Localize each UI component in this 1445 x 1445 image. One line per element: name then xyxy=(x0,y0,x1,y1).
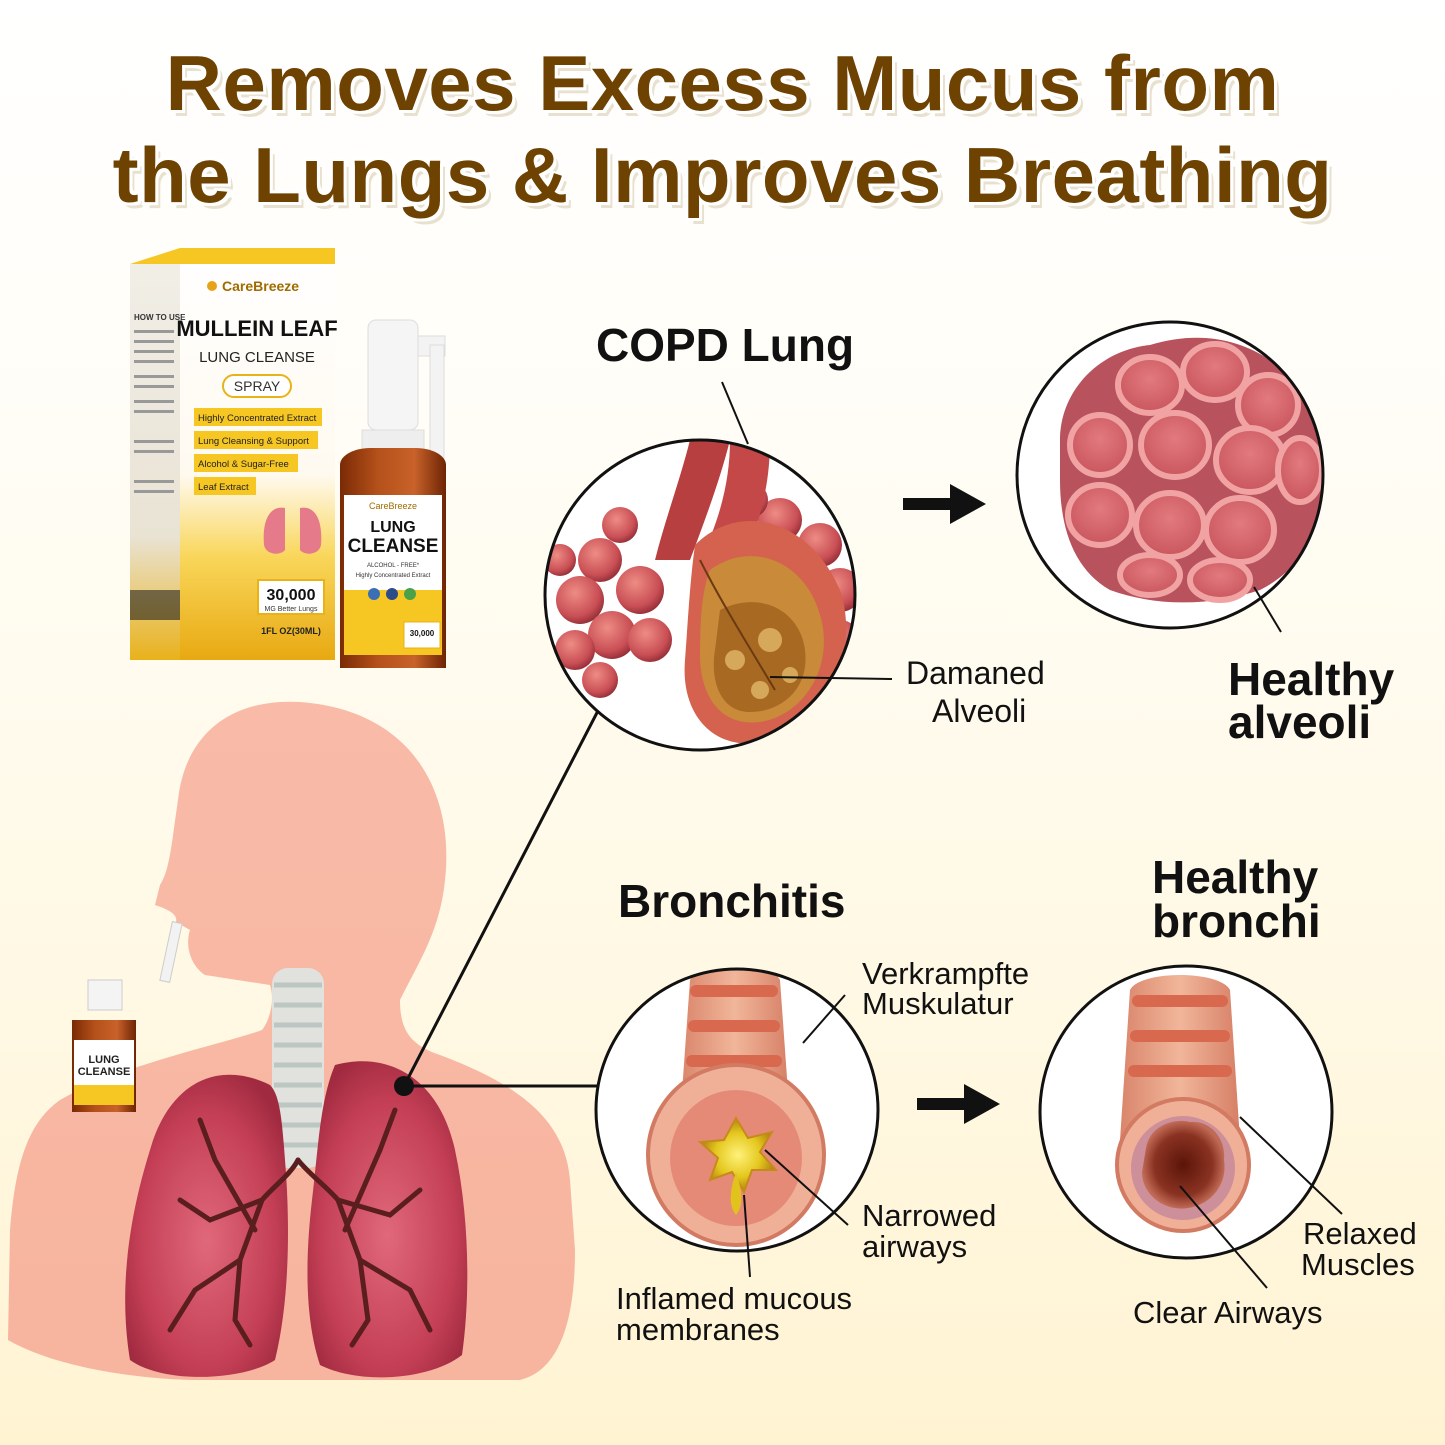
healthy-alveoli-illustration xyxy=(1017,322,1323,628)
box-strength-sub: MG Better Lungs xyxy=(265,606,318,613)
copd-title-pointer xyxy=(721,381,749,445)
clear-airways-label: Clear Airways xyxy=(1133,1295,1323,1330)
bottle-brand: CareBreeze xyxy=(369,501,417,511)
bottle-badge: ALCOHOL - FREE* xyxy=(367,563,420,569)
healthy-alveoli-label-2: alveoli xyxy=(1228,696,1372,748)
arrow-right-icon xyxy=(903,484,986,524)
healthy-alveoli-circle xyxy=(1015,320,1325,630)
bottle-line-1: LUNG xyxy=(370,519,415,536)
relaxed-pointer xyxy=(1239,1116,1343,1215)
bronchitis-illustration xyxy=(596,969,878,1251)
inflamed-label-2: membranes xyxy=(616,1312,780,1347)
bottle-line-2: CLEANSE xyxy=(348,536,439,557)
right-lung xyxy=(307,1061,468,1378)
left-lung xyxy=(125,1074,288,1377)
narrowed-pointer xyxy=(764,1149,849,1226)
clear-pointer xyxy=(1179,1185,1268,1289)
damaged-label-2: Alveoli xyxy=(932,693,1027,729)
healthy-bronchi-circle xyxy=(1038,964,1334,1260)
connector-lines xyxy=(402,702,628,1088)
copd-title: COPD Lung xyxy=(596,319,855,371)
relaxed-label-1: Relaxed xyxy=(1303,1216,1417,1251)
product-bottle: CareBreeze LUNG CLEANSE ALCOHOL - FREE* … xyxy=(340,319,446,668)
box-brand: CareBreeze xyxy=(222,278,299,294)
healthy-bronchi-label-1: Healthy xyxy=(1152,851,1319,903)
box-form: SPRAY xyxy=(234,378,281,394)
inflamed-pointer xyxy=(743,1194,751,1278)
box-lung-icon xyxy=(263,507,322,554)
narrowed-label-2: airways xyxy=(862,1229,968,1264)
healthy-alveoli-pointer xyxy=(1253,586,1282,633)
healthy-bronchi-label-2: bronchi xyxy=(1152,895,1321,947)
box-strength: 30,000 xyxy=(267,587,316,604)
bottle-strength: 30,000 xyxy=(410,629,435,638)
copd-illustration xyxy=(545,440,855,750)
arrow-right-icon-2 xyxy=(917,1084,1000,1124)
bronchitis-circle xyxy=(594,967,880,1253)
box-volume: 1FL OZ(30ML) xyxy=(261,626,321,636)
bottle-sub: Highly Concentrated Extract xyxy=(356,573,431,579)
lung-connector-dot xyxy=(394,1076,414,1096)
damaged-pointer xyxy=(769,676,893,680)
narrowed-label-1: Narrowed xyxy=(862,1198,997,1233)
box-side-title: HOW TO USE xyxy=(134,313,186,322)
healthy-alveoli-label-1: Healthy xyxy=(1228,653,1395,705)
bronchitis-title: Bronchitis xyxy=(618,875,846,927)
small-bottle-text-1: LUNG xyxy=(88,1054,119,1066)
small-bottle-text-2: CLEANSE xyxy=(78,1066,131,1078)
product-box: HOW TO USE CareBreeze MULLEIN LEAF LUNG … xyxy=(130,248,338,660)
cramped-label-1: Verkrampfte xyxy=(862,956,1030,991)
small-spray-bottle: LUNG CLEANSE xyxy=(72,921,183,1112)
copd-circle xyxy=(543,438,857,752)
bronchial-tree xyxy=(167,1107,433,1348)
box-subtitle: LUNG CLEANSE xyxy=(199,349,315,366)
damaged-label-1: Damaned xyxy=(906,655,1045,691)
headline-line-2: the Lungs & Improves Breathing xyxy=(112,131,1333,219)
box-title: MULLEIN LEAF xyxy=(176,316,337,341)
box-feature-2: Lung Cleansing & Support xyxy=(198,436,309,447)
relaxed-label-2: Muscles xyxy=(1301,1247,1415,1282)
brand-leaf-icon xyxy=(207,281,217,291)
box-feature-4: Leaf Extract xyxy=(198,482,249,493)
inflamed-label-1: Inflamed mucous xyxy=(616,1281,853,1316)
trachea xyxy=(272,968,324,1168)
healthy-bronchi-illustration xyxy=(1040,966,1332,1258)
cramped-pointer xyxy=(802,994,846,1044)
headline-line-1: Removes Excess Mucus from xyxy=(165,39,1280,127)
box-feature-1: Highly Concentrated Extract xyxy=(198,413,317,424)
cramped-label-2: Muskulatur xyxy=(862,986,1014,1021)
box-feature-3: Alcohol & Sugar-Free xyxy=(198,459,289,470)
